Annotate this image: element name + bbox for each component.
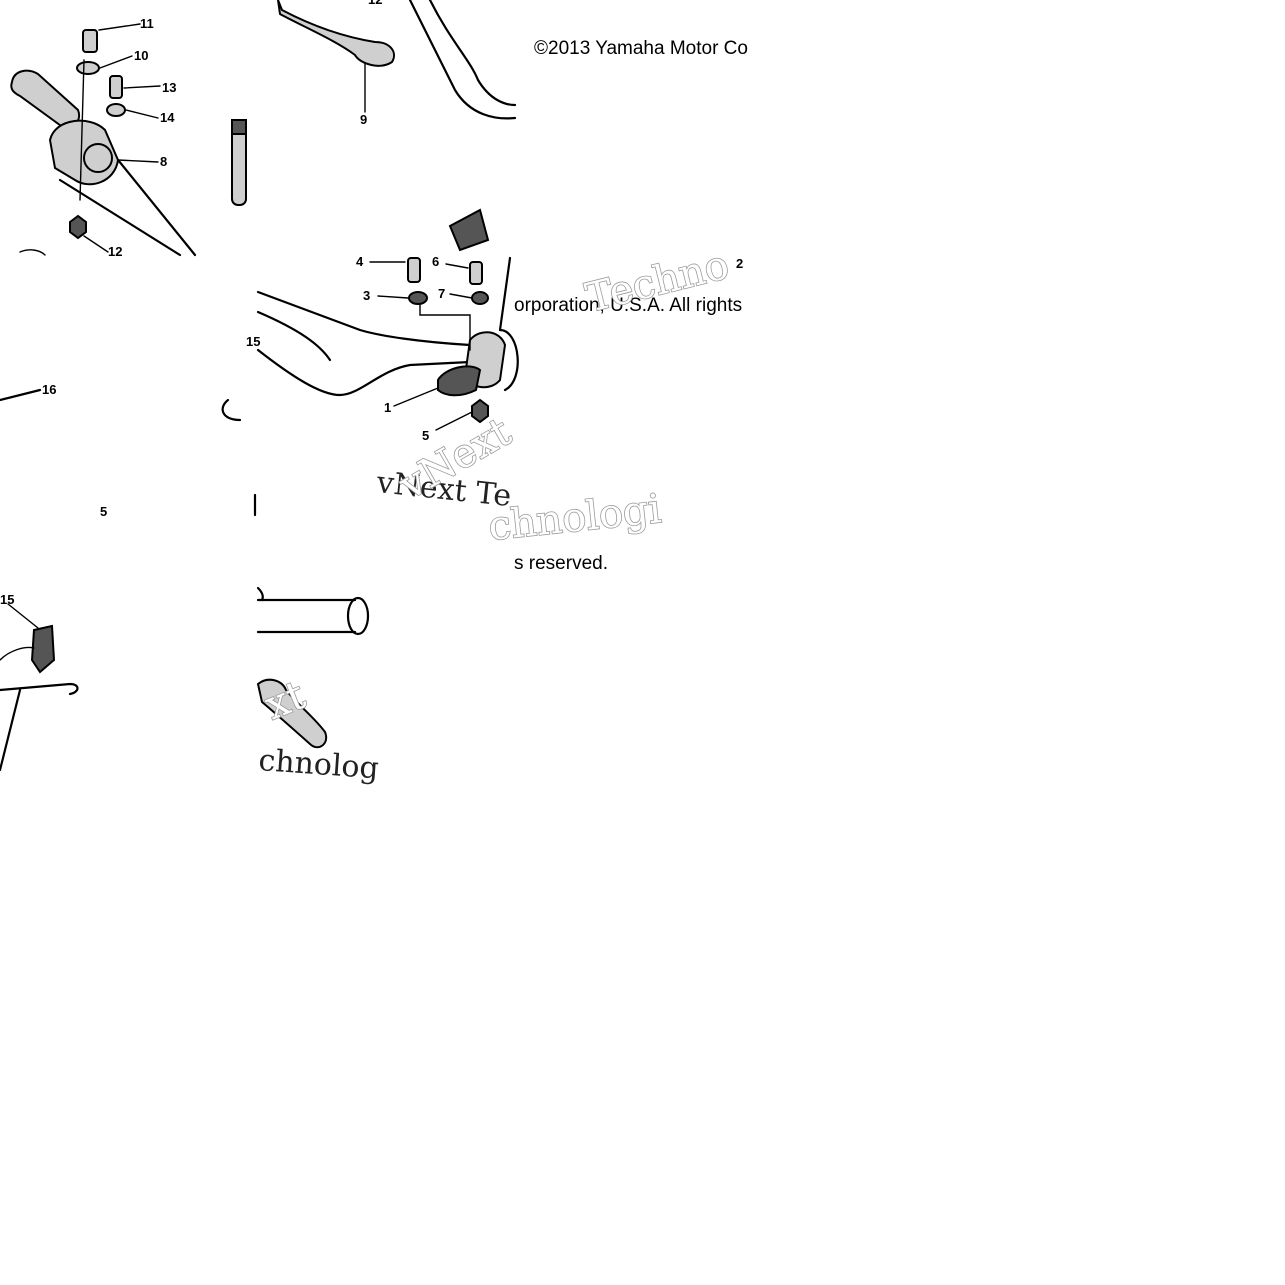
washer-10 [76,61,100,75]
washer-7 [471,291,489,305]
callout: 13 [162,80,176,95]
tile-cable-clamp: 15 5 [0,504,107,772]
callout: 12 [368,0,382,7]
cable-line [0,388,42,402]
grip-end [346,596,370,636]
nut-5 [471,398,489,424]
cable-clamp [30,624,56,674]
clutch-lever [277,0,395,67]
nut-12 [69,214,87,240]
washer-14 [106,103,126,117]
bracket-part [448,208,490,252]
callout: 8 [160,154,167,169]
callout: 5 [422,428,429,443]
watermark-text: chnologi [486,486,663,550]
callout: 7 [438,286,445,301]
bolt-13 [109,75,123,99]
callout: 5 [100,504,107,519]
tile-brake-bracket: 4 6 3 7 1 5 2 15 vNext Te [246,254,743,514]
callout: 12 [108,244,122,259]
tile-copyright-top: ©2013 Yamaha Motor Co [534,38,748,59]
bolt-4 [407,257,421,283]
throttle-grip [10,69,80,130]
tile-clutch-lever: 9 12 [277,0,517,252]
brake-lever-1 [437,365,482,397]
copyright-text-middle: orporation, U.S.A. All rights [514,295,742,316]
handlebar-curve-top [428,0,517,107]
tile-grip-lever: xt chnolog [256,586,380,786]
callout: 10 [134,48,148,63]
copyright-text-bottom: s reserved. [514,553,608,574]
callout: 3 [363,288,370,303]
callout: 11 [140,16,154,31]
callout: 1 [384,400,391,415]
callout: 4 [356,254,364,269]
watermark-text: chnolog [257,743,380,786]
callout: 6 [432,254,439,269]
callout: 2 [736,256,743,271]
callout: 9 [360,112,367,127]
brake-lever [256,678,328,749]
callout: 14 [160,110,175,125]
copyright-text-top: ©2013 Yamaha Motor Co [534,38,748,59]
tile-throttle-grip: 11 10 13 14 8 12 [10,16,247,259]
callout: 15 [246,334,260,349]
callout: 16 [42,382,56,397]
handlebar-tube-right [256,290,472,347]
callout: 15 [0,592,14,607]
bolt-6 [469,261,483,285]
switch-part [231,124,247,206]
bolt-11 [82,29,98,53]
tile-cable: 16 [0,249,257,517]
washer-3 [408,291,428,305]
